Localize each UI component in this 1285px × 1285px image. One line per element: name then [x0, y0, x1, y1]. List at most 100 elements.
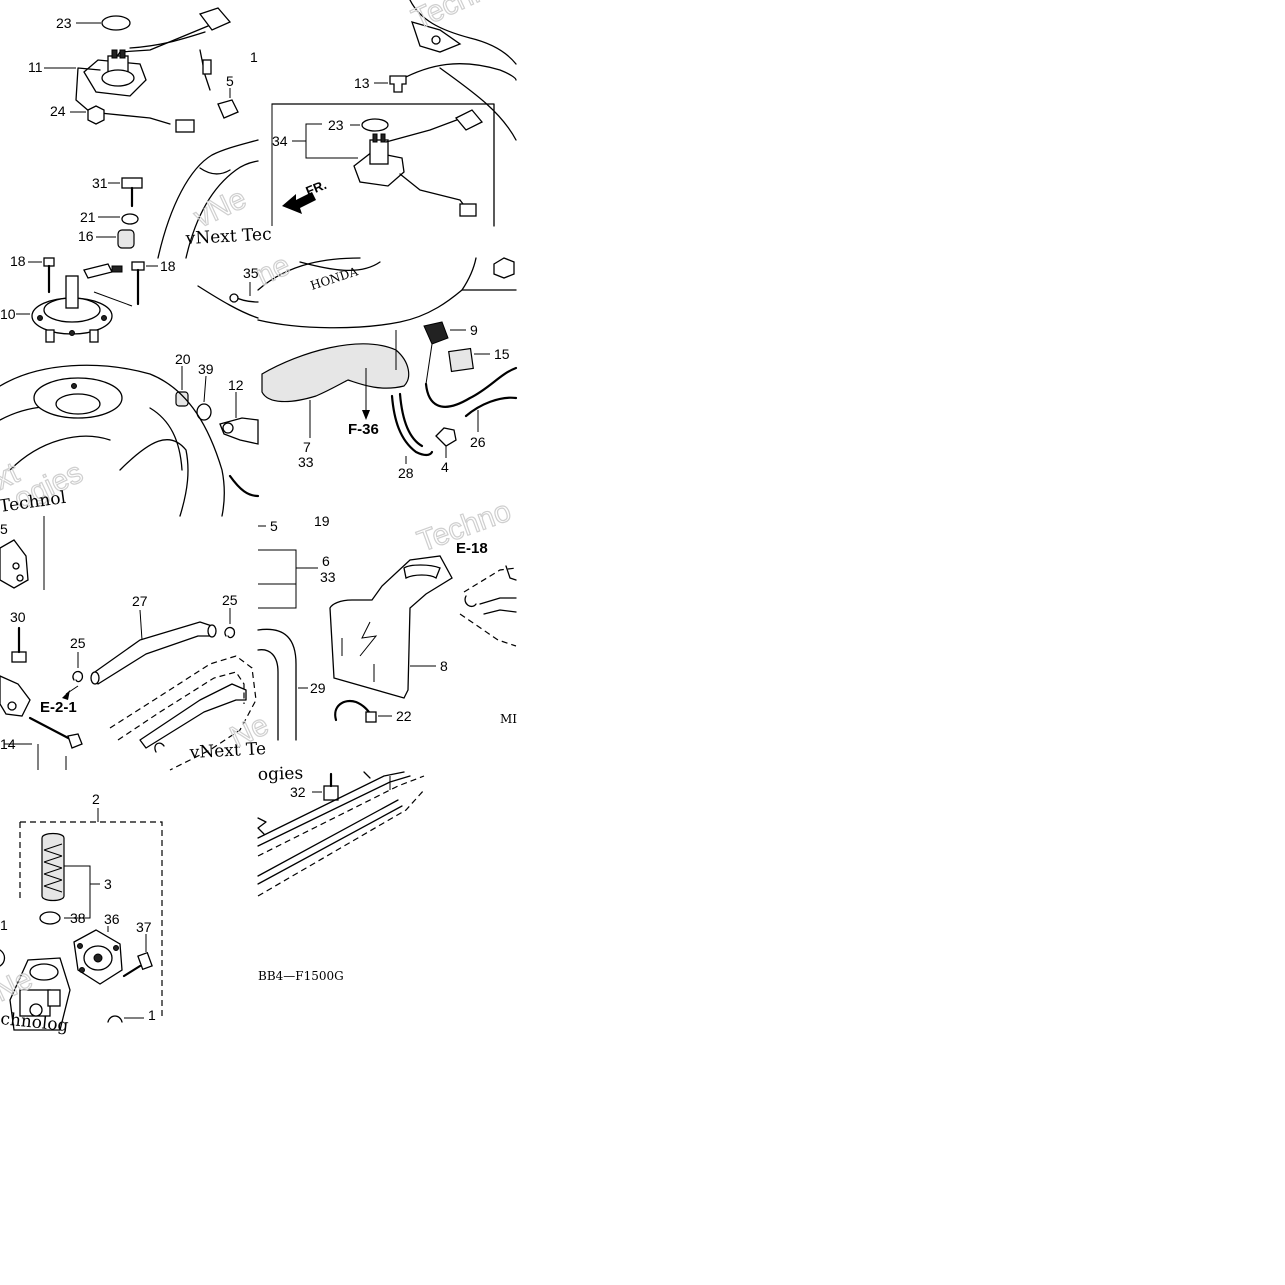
- callout-20: 20: [175, 351, 191, 367]
- tile-tank-front: HONDA ne 7 33 F-36 28 9 15 26 4: [250, 248, 518, 481]
- callout-2: 2: [92, 791, 100, 807]
- alt-tube-outline: [109, 655, 257, 771]
- callout-23: 23: [56, 15, 72, 31]
- pad-15: [448, 347, 474, 373]
- washer-21: [121, 213, 139, 225]
- grommet-20: [175, 391, 189, 407]
- callout-26: 26: [470, 434, 486, 450]
- tile-drain-tube: 5 30 14 25 E-2-1 27 25: [0, 516, 274, 771]
- callout-15: 15: [494, 346, 510, 362]
- callout-21: 21: [80, 209, 96, 225]
- watermark-3: vNext Te: [188, 739, 266, 763]
- callout-39: 39: [198, 361, 214, 377]
- callout-23-inset: 23: [328, 117, 344, 133]
- callout-29: 29: [310, 680, 326, 696]
- callout-30: 30: [10, 609, 26, 625]
- bolt-18-right: [131, 261, 145, 271]
- callout-12: 12: [228, 377, 244, 393]
- callout-14: 14: [0, 736, 16, 752]
- tank-rear-outline: [157, 139, 259, 259]
- callout-35: 35: [243, 265, 259, 281]
- callout-8: 8: [440, 658, 448, 674]
- tile-tank-top: Techno 13 23 34 FR.: [271, 0, 517, 227]
- tank-front-outline: [257, 257, 477, 329]
- front-direction-label: FR.: [304, 177, 329, 199]
- callout-10: 10: [0, 306, 16, 322]
- tile-stay-bracket: Techno 5 19 6 33 E-18 8 29 22: [257, 494, 517, 741]
- callout-5-tile6: 5: [270, 518, 278, 534]
- sender-float: [198, 7, 232, 31]
- stay-bracket-8: [329, 555, 453, 699]
- front-direction-arrow: [282, 192, 316, 214]
- bolt-30: [11, 651, 27, 663]
- watermark-1: vNext Tec: [184, 225, 272, 250]
- callout-25-left: 25: [70, 635, 86, 651]
- callout-24: 24: [50, 103, 66, 119]
- o-ring-23: [101, 15, 131, 31]
- tank-brand-mark: HONDA: [309, 264, 360, 293]
- watermark-ghost-2: Techno: [407, 0, 509, 36]
- callout-18-right: 18: [160, 258, 176, 274]
- tile-fuel-valve: 2 3 38 36 37 1 1 N: [0, 791, 163, 1036]
- diagram-code: BB4—F1500G: [258, 969, 344, 983]
- watermark-ghost-5: ne: [251, 248, 295, 292]
- callout-7: 7: [303, 439, 311, 455]
- callout-1-right: 1: [148, 1007, 156, 1023]
- bolt-31: [121, 177, 143, 189]
- edge-fragment: MI: [500, 712, 517, 726]
- bolt-32: [323, 785, 339, 801]
- callout-1-left: 1: [0, 917, 8, 933]
- callout-28: 28: [398, 465, 414, 481]
- bolt-13: [389, 75, 407, 93]
- callout-22: 22: [396, 708, 412, 724]
- sender-float-inset: [454, 109, 484, 131]
- callout-4: 4: [441, 459, 449, 475]
- callout-33-guard: 33: [298, 454, 314, 470]
- callout-32: 32: [290, 784, 306, 800]
- ref-f36: F-36: [348, 421, 379, 438]
- ref-e18: E-18: [456, 540, 488, 557]
- rubber-16: [117, 229, 135, 249]
- callout-5-tile5: 5: [0, 521, 8, 537]
- sender-inset-frame: [271, 103, 495, 227]
- ref-e21: E-2-1: [40, 699, 77, 716]
- tube-29: [257, 628, 297, 741]
- strainer-3: [41, 832, 65, 902]
- callout-34: 34: [272, 133, 288, 149]
- callout-3: 3: [104, 876, 112, 892]
- callout-33-stay: 33: [320, 569, 336, 585]
- callout-27: 27: [132, 593, 148, 609]
- tube-27: [91, 621, 213, 685]
- callout-13: 13: [354, 75, 370, 91]
- tile-fuel-cap: 18 18 10 35 20 39: [0, 253, 260, 517]
- fuel-tank-body: [0, 364, 225, 517]
- callout-9: 9: [470, 322, 478, 338]
- callout-36: 36: [104, 911, 120, 927]
- callout-6: 6: [322, 553, 330, 569]
- hose-26: [424, 366, 518, 408]
- callout-25-right: 25: [222, 592, 238, 608]
- clip-25-right: [224, 626, 236, 639]
- washer-39: [196, 403, 212, 421]
- tube-28: [390, 394, 434, 457]
- callout-38: 38: [70, 910, 86, 926]
- o-ring-38: [39, 911, 61, 925]
- frame-rail-outline: [257, 775, 425, 857]
- callout-1: 1: [250, 49, 258, 65]
- clip-25-left: [72, 670, 84, 683]
- valve-9: [423, 321, 449, 345]
- callout-11: 11: [28, 59, 43, 75]
- o-ring-23-inset: [361, 118, 389, 132]
- callout-19: 19: [314, 513, 330, 529]
- callout-18-left: 18: [10, 253, 26, 269]
- part-5-grommet: [217, 99, 239, 119]
- callout-31: 31: [92, 175, 108, 191]
- sender-connector: [175, 119, 195, 133]
- tile-fuel-sender: 23 11 5 1 24 31 21 16: [28, 7, 272, 259]
- callout-37: 37: [136, 919, 152, 935]
- callout-16: 16: [78, 228, 94, 244]
- tile-frame-bolt: ogies 32 BB4—F1500G: [257, 763, 425, 983]
- bolt-18-left: [43, 257, 55, 267]
- watermark-5: ogies: [257, 763, 303, 785]
